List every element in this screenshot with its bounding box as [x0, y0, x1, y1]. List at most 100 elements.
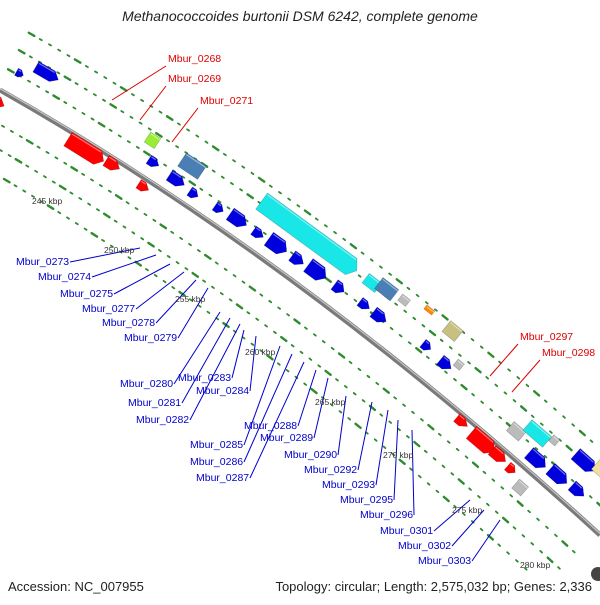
tick-mark — [88, 204, 90, 205]
gene-feature — [504, 462, 518, 476]
tick-mark — [590, 496, 592, 498]
gene-arrow — [357, 297, 373, 312]
label-connectors — [70, 66, 540, 561]
tick-mark — [35, 171, 37, 172]
tick-mark — [79, 198, 81, 199]
tick-mark — [102, 240, 104, 241]
tick-mark — [115, 221, 117, 222]
tick-mark — [234, 275, 236, 276]
tick-mark — [85, 229, 87, 230]
tick-mark — [209, 195, 211, 196]
tick-mark — [478, 496, 480, 498]
tick-mark — [67, 217, 69, 218]
gene-arrow — [424, 305, 435, 315]
gene-arrow — [14, 68, 25, 79]
tick-marks — [0, 33, 600, 570]
tick-mark — [416, 348, 421, 352]
tick-mark — [103, 100, 105, 101]
tick-mark — [9, 155, 11, 156]
tick-mark — [301, 352, 303, 353]
tick-mark — [132, 94, 134, 95]
tick-mark — [146, 269, 148, 270]
gene-feature — [436, 355, 454, 373]
gene-label-blue: Mbur_0292 — [304, 464, 357, 476]
label-connector — [140, 86, 166, 120]
tick-mark — [99, 123, 104, 126]
gene-arrow — [0, 94, 7, 111]
tick-mark — [534, 391, 539, 395]
tick-mark — [521, 406, 526, 410]
tick-mark — [264, 233, 266, 234]
gene-arrow — [166, 170, 188, 190]
tick-mark — [414, 442, 419, 446]
tick-mark — [488, 353, 493, 357]
tick-mark — [14, 185, 16, 186]
tick-mark — [97, 209, 99, 210]
tick-mark — [567, 446, 572, 450]
tick-mark — [213, 147, 218, 151]
tick-mark — [528, 511, 530, 513]
gene-label-blue: Mbur_0301 — [380, 525, 433, 537]
gene-label-blue: Mbur_0295 — [340, 494, 393, 506]
tick-mark — [492, 479, 494, 481]
tick-mark — [278, 363, 280, 364]
tick-mark — [161, 225, 166, 229]
tick-mark — [123, 226, 125, 227]
tick-mark — [291, 252, 293, 253]
tick-mark — [526, 440, 528, 442]
tick-mark — [297, 205, 299, 206]
tick-mark — [279, 192, 281, 193]
tick-mark — [19, 50, 25, 53]
tick-mark — [417, 295, 419, 296]
tick-mark — [345, 386, 347, 387]
gene-label-blue: Mbur_0278 — [102, 317, 155, 329]
tick-mark — [231, 183, 233, 184]
tick-mark — [304, 383, 306, 384]
tick-mark — [545, 400, 547, 402]
tick-mark — [421, 419, 423, 421]
tick-mark — [345, 293, 347, 294]
tick-mark — [318, 365, 320, 366]
tick-mark — [400, 460, 405, 464]
tick-mark — [371, 259, 373, 260]
gene-feature — [0, 94, 7, 111]
gene-arrow — [523, 420, 552, 448]
gene-feature — [14, 68, 25, 79]
tick-mark — [454, 379, 456, 381]
tick-mark — [251, 173, 253, 174]
tick-mark — [443, 466, 445, 468]
label-connector — [314, 378, 328, 438]
tick-mark — [468, 362, 470, 364]
tick-mark — [171, 232, 173, 233]
tick-mark — [305, 211, 310, 215]
tick-mark — [86, 66, 88, 67]
tick-mark — [558, 567, 560, 569]
tick-mark — [354, 393, 356, 394]
tick-mark — [70, 192, 72, 193]
tick-mark — [109, 191, 111, 192]
gene-label-blue: Mbur_0286 — [190, 456, 243, 468]
tick-mark — [250, 287, 255, 291]
gene-label-red: Mbur_0271 — [200, 95, 253, 107]
label-connector — [232, 330, 244, 378]
gene-arrow — [226, 208, 250, 231]
scale-label: 250 kbp — [104, 245, 135, 255]
tick-mark — [554, 408, 556, 410]
tick-mark — [434, 458, 436, 460]
tick-mark — [149, 128, 151, 129]
tick-mark — [339, 354, 344, 358]
tick-mark — [189, 244, 191, 245]
tick-mark — [504, 392, 506, 394]
tick-mark — [94, 94, 96, 95]
tick-mark — [58, 212, 60, 213]
tick-mark — [127, 202, 129, 203]
tick-mark — [216, 262, 218, 263]
tick-mark — [23, 190, 25, 191]
gene-label-blue: Mbur_0284 — [196, 385, 249, 397]
scale-label: 270 kbp — [383, 450, 414, 460]
gene-arrow — [303, 259, 330, 285]
tick-mark — [159, 111, 161, 112]
tick-mark — [498, 544, 500, 546]
tick-mark — [153, 220, 155, 221]
